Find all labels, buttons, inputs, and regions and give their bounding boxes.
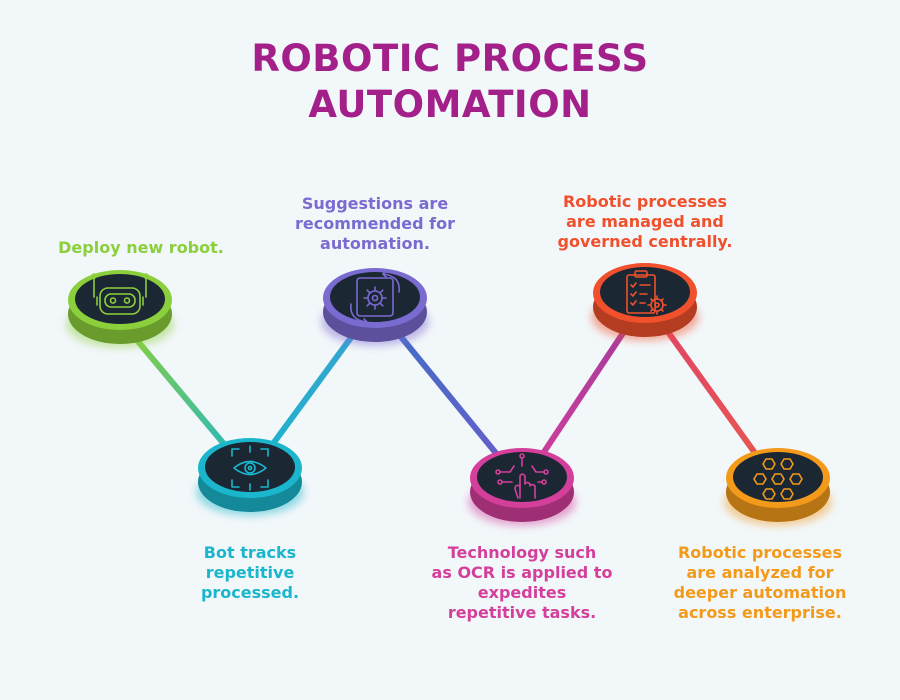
- robot-head-icon: [91, 273, 149, 315]
- step-4-label-line: expedites: [477, 583, 567, 602]
- honeycomb-icon: [753, 458, 803, 500]
- step-5-label-line: Robotic processes: [562, 192, 728, 211]
- step-6-disc: [724, 448, 832, 526]
- step-2-label: Bot tracks repetitive processed.: [150, 543, 350, 603]
- step-2-label-line: Bot tracks: [203, 543, 297, 562]
- step-5-label-line: are managed and: [566, 212, 724, 231]
- step-1-label-line: Deploy new robot.: [58, 238, 224, 257]
- page-title: ROBOTIC PROCESS AUTOMATION: [0, 36, 900, 128]
- step-3-label-line: recommended for: [295, 214, 455, 233]
- title-line-2: AUTOMATION: [308, 83, 592, 126]
- step-1-disc: [66, 270, 174, 348]
- step-4-label-line: as OCR is applied to: [431, 563, 613, 582]
- step-3-label: Suggestions are recommended for automati…: [270, 194, 480, 254]
- step-4-disc: [468, 448, 576, 526]
- gear-cycle-icon: [350, 270, 400, 326]
- step-5-label: Robotic processes are managed and govern…: [540, 192, 750, 252]
- step-2-disc: [196, 438, 304, 516]
- step-4-label-line: Technology such: [447, 543, 597, 562]
- step-5-label-line: governed centrally.: [557, 232, 733, 251]
- step-4-label-line: repetitive tasks.: [447, 603, 597, 622]
- step-2-label-line: processed.: [200, 583, 300, 602]
- step-6-label: Robotic processes are analyzed for deepe…: [655, 543, 865, 623]
- step-6-label-line: Robotic processes: [677, 543, 843, 562]
- eye-scan-icon: [231, 445, 269, 491]
- touch-circuit-icon: [495, 453, 549, 499]
- step-6-label-line: across enterprise.: [678, 603, 842, 622]
- step-6-label-line: are analyzed for: [686, 563, 834, 582]
- step-3-disc: [321, 268, 429, 346]
- clipboard-gear-icon: [626, 270, 667, 315]
- step-1-label: Deploy new robot.: [35, 238, 247, 258]
- title-line-1: ROBOTIC PROCESS: [251, 37, 649, 80]
- step-3-label-line: Suggestions are: [301, 194, 449, 213]
- step-2-label-line: repetitive: [205, 563, 295, 582]
- step-5-disc: [591, 263, 699, 341]
- step-3-label-line: automation.: [320, 234, 430, 253]
- step-4-label: Technology such as OCR is applied to exp…: [408, 543, 636, 623]
- step-6-label-line: deeper automation: [673, 583, 847, 602]
